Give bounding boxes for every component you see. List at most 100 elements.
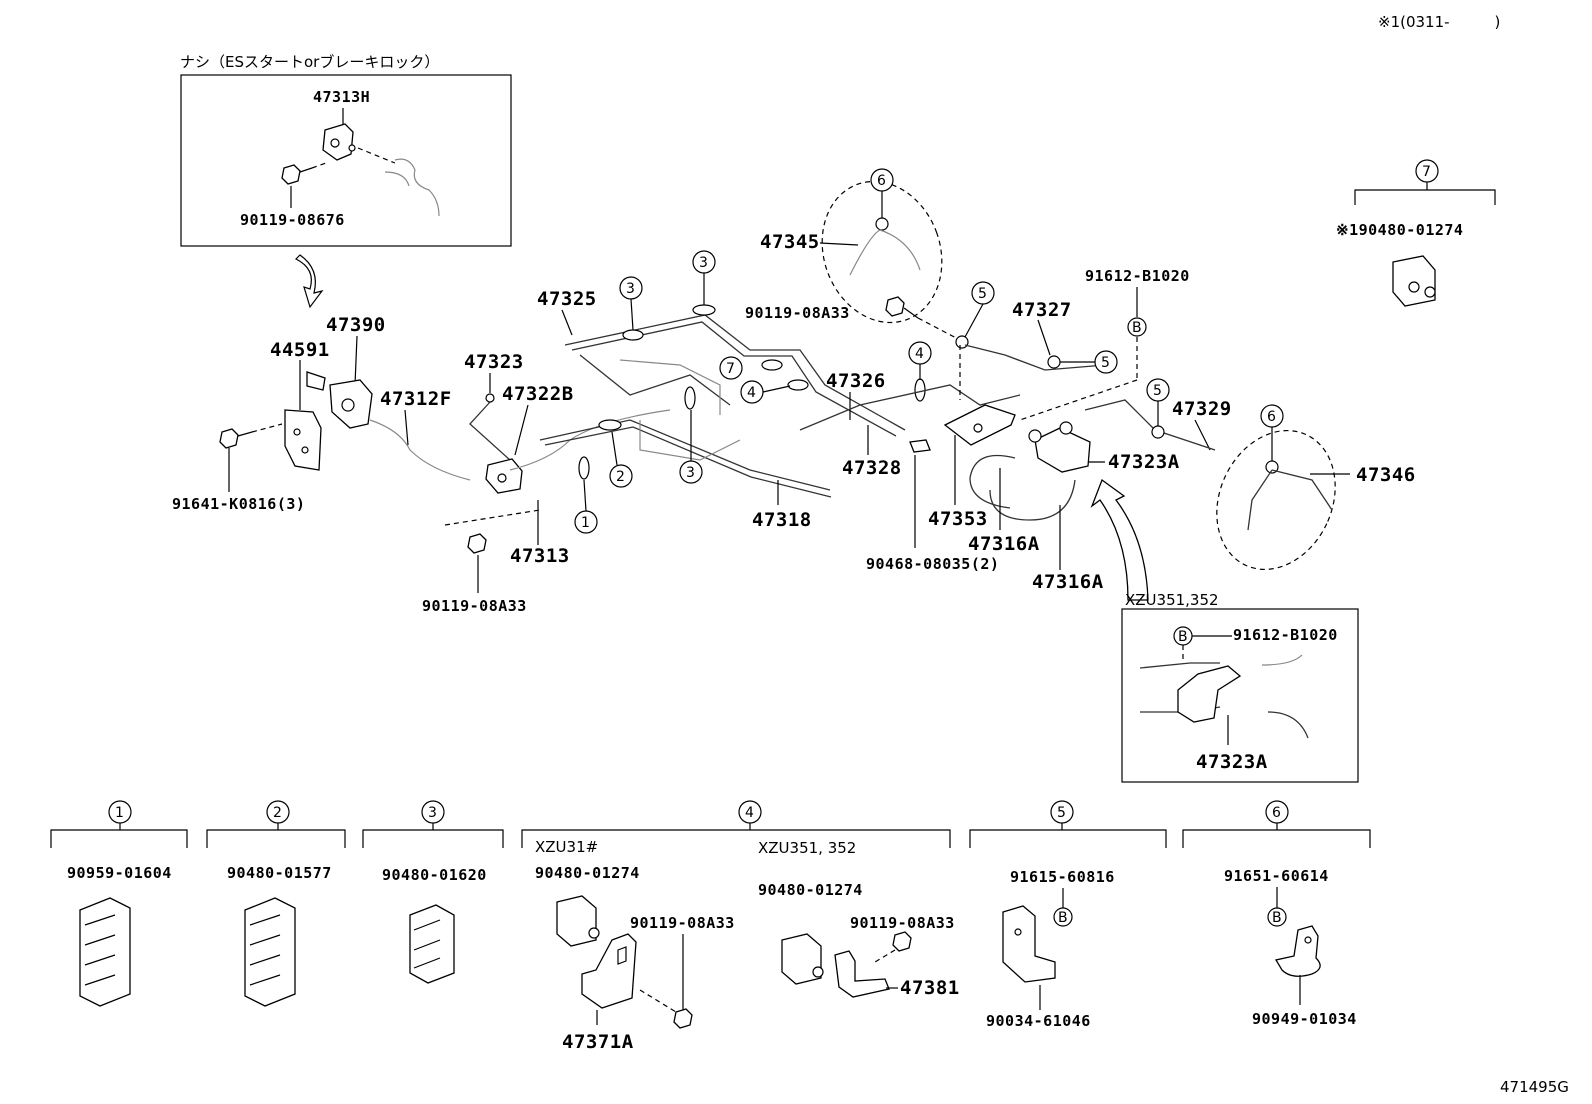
group2-part: 90480-01577 bbox=[227, 864, 332, 882]
junction-block-icon bbox=[943, 404, 1016, 446]
bolt-icon bbox=[467, 533, 487, 554]
inset-right-marker: B bbox=[1178, 629, 1188, 645]
callout-6-right: 6 bbox=[1260, 404, 1284, 428]
label-47328: 47328 bbox=[842, 457, 902, 479]
group-5: 5 91615-60816 B 90034-61046 bbox=[969, 800, 1167, 1030]
group5-marker: B bbox=[1058, 910, 1068, 926]
callout-4-b: 4 bbox=[908, 341, 932, 365]
label-47329: 47329 bbox=[1172, 398, 1232, 420]
label-47325: 47325 bbox=[537, 288, 597, 310]
svg-text:7: 7 bbox=[1422, 164, 1431, 180]
callout-1-main: 1 bbox=[574, 510, 598, 534]
pointer-arrow-icon bbox=[1090, 478, 1149, 601]
group-2: 2 90480-01577 bbox=[206, 800, 346, 1007]
comb-clip-icon bbox=[79, 897, 131, 1007]
svg-text:3: 3 bbox=[686, 465, 695, 481]
group6-part-bottom: 90949-01034 bbox=[1252, 1010, 1357, 1028]
callout-5-a: 5 bbox=[971, 281, 995, 305]
svg-text:5: 5 bbox=[1101, 355, 1110, 371]
svg-text:3: 3 bbox=[699, 255, 708, 271]
curved-arrow-icon bbox=[294, 254, 324, 309]
label-91641-K0816: 91641-K0816(3) bbox=[172, 495, 305, 513]
comb-clip-icon bbox=[244, 897, 296, 1007]
group4-left-bracket: 47371A bbox=[562, 1031, 634, 1053]
group-3: 3 90480-01620 bbox=[362, 800, 504, 984]
group6-marker: B bbox=[1272, 910, 1282, 926]
group4-right-model: XZU351, 352 bbox=[758, 839, 856, 857]
svg-text:3: 3 bbox=[428, 805, 437, 821]
ecu-bracket-icon bbox=[322, 123, 356, 161]
bolt-icon bbox=[673, 1008, 693, 1029]
group-7: 7 ※190480-01274 bbox=[1336, 159, 1496, 307]
svg-text:1: 1 bbox=[581, 515, 590, 531]
group1-part: 90959-01604 bbox=[67, 864, 172, 882]
inset-top-part-b: 90119-08676 bbox=[240, 211, 345, 229]
group4-right-clip: 90480-01274 bbox=[758, 881, 863, 899]
sensor-icon bbox=[306, 371, 373, 429]
bolt-icon bbox=[281, 164, 313, 185]
svg-text:7: 7 bbox=[726, 361, 735, 377]
svg-text:4: 4 bbox=[747, 385, 756, 401]
label-90119-08A33-a: 90119-08A33 bbox=[745, 304, 850, 322]
marker-b-main: B bbox=[1132, 320, 1142, 336]
group4-right-bolt: 90119-08A33 bbox=[850, 914, 955, 932]
junction-icon bbox=[1177, 665, 1242, 723]
group4-right-bracket: 47381 bbox=[900, 977, 960, 999]
svg-text:5: 5 bbox=[978, 286, 987, 302]
callout-3-c: 3 bbox=[679, 460, 703, 484]
junction-47323A-icon bbox=[1028, 421, 1091, 473]
label-44591: 44591 bbox=[270, 339, 330, 361]
inset-right-model: XZU351,352 bbox=[1125, 591, 1219, 609]
label-47316A-a: 47316A bbox=[968, 533, 1040, 555]
label-47345: 47345 bbox=[760, 231, 820, 253]
svg-text:5: 5 bbox=[1153, 383, 1162, 399]
label-47313: 47313 bbox=[510, 545, 570, 567]
callout-2-main: 2 bbox=[609, 464, 633, 488]
callout-6-top: 6 bbox=[870, 168, 894, 192]
svg-text:4: 4 bbox=[915, 346, 924, 362]
svg-text:6: 6 bbox=[877, 173, 886, 189]
label-90468-08035: 90468-08035(2) bbox=[866, 555, 999, 573]
callout-3-b: 3 bbox=[692, 250, 716, 274]
clip-icon bbox=[781, 933, 824, 985]
inset-top-part-a: 47313H bbox=[313, 88, 370, 106]
svg-text:2: 2 bbox=[273, 805, 282, 821]
comb-clip-icon bbox=[409, 904, 455, 984]
group5-part-top: 91615-60816 bbox=[1010, 868, 1115, 886]
inset-top-caption: ナシ（ESスタートorブレーキロック） bbox=[180, 53, 439, 71]
inset-right-part-b: 47323A bbox=[1196, 751, 1268, 773]
bolt-icon bbox=[885, 296, 919, 319]
group4-left-bolt: 90119-08A33 bbox=[630, 914, 735, 932]
bolt-icon bbox=[219, 428, 253, 449]
group-1: 1 90959-01604 bbox=[50, 800, 188, 1007]
label-47322B: 47322B bbox=[502, 383, 574, 405]
label-90119-08A33-b: 90119-08A33 bbox=[422, 597, 527, 615]
label-47327: 47327 bbox=[1012, 299, 1072, 321]
callout-5-b: 5 bbox=[1094, 350, 1118, 374]
label-47312F: 47312F bbox=[380, 388, 452, 410]
group-6: 6 91651-60614 B 90949-01034 bbox=[1182, 800, 1371, 1028]
label-47326: 47326 bbox=[826, 370, 886, 392]
clamp-icon bbox=[1274, 925, 1321, 977]
callout-7-main: 7 bbox=[719, 356, 743, 380]
callout-5-c: 5 bbox=[1146, 378, 1170, 402]
label-47323A: 47323A bbox=[1108, 451, 1180, 473]
label-47316A-b: 47316A bbox=[1032, 571, 1104, 593]
group7-part: ※190480-01274 bbox=[1336, 221, 1463, 239]
group6-part-top: 91651-60614 bbox=[1224, 867, 1329, 885]
clip-icon bbox=[909, 439, 931, 453]
junction-icon bbox=[485, 458, 523, 494]
label-47353: 47353 bbox=[928, 508, 988, 530]
svg-text:1: 1 bbox=[115, 805, 124, 821]
svg-text:3: 3 bbox=[626, 281, 635, 297]
svg-text:4: 4 bbox=[745, 805, 754, 821]
bracket-47381-icon bbox=[834, 950, 890, 998]
inset-right-frame bbox=[1121, 608, 1359, 783]
inset-top-frame bbox=[180, 74, 512, 247]
inset-right-part-a: 91612-B1020 bbox=[1233, 626, 1338, 644]
label-47318: 47318 bbox=[752, 509, 812, 531]
svg-text:6: 6 bbox=[1267, 409, 1276, 425]
label-47323: 47323 bbox=[464, 351, 524, 373]
group4-left-clip: 90480-01274 bbox=[535, 864, 640, 882]
